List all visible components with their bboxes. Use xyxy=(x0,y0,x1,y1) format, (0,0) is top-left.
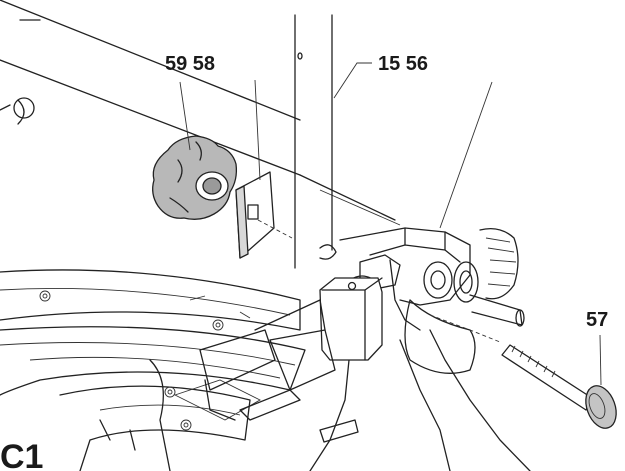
leader-lines xyxy=(179,62,602,386)
carriage-bolt xyxy=(429,314,617,429)
bracket-plate xyxy=(235,171,293,259)
star-knob xyxy=(152,135,238,220)
callout-bolt-label: 57 xyxy=(586,309,608,331)
figure-id-label: C1 xyxy=(0,438,43,471)
vertical-rod xyxy=(294,14,337,269)
callout-rod-label: 15 56 xyxy=(378,53,428,75)
locking-lever xyxy=(199,277,383,421)
saw-housing xyxy=(0,0,401,226)
clamp-assembly xyxy=(309,227,531,471)
callout-knob-label: 59 58 xyxy=(165,53,215,75)
saw-turntable xyxy=(0,269,359,471)
